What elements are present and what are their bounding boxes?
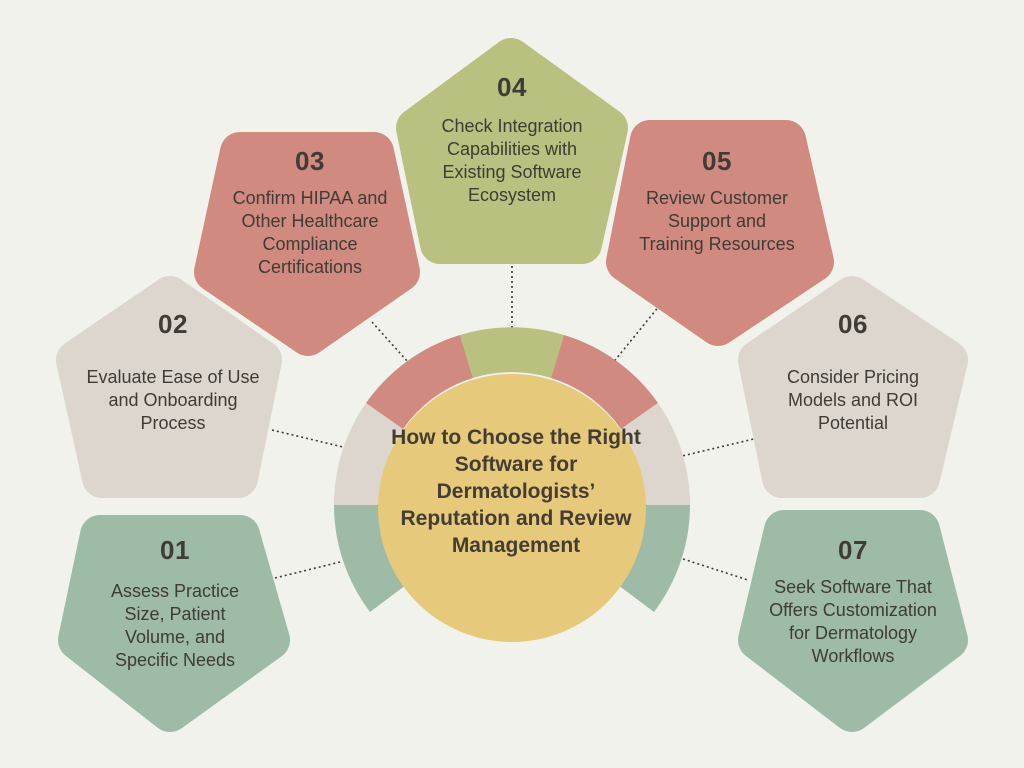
step-05: 05 Review Customer Support and Training … [624, 146, 810, 256]
pentagon-06 [738, 276, 968, 498]
step-text: Consider Pricing Models and ROI Potentia… [786, 367, 920, 433]
pentagon-07 [738, 510, 968, 732]
step-text: Seek Software That Offers Customization … [769, 577, 937, 666]
step-02: 02 Evaluate Ease of Use and Onboarding P… [78, 309, 268, 435]
step-number: 06 [838, 309, 868, 339]
pentagon-01 [58, 515, 290, 732]
ring-segment-03 [366, 335, 473, 429]
step-number: 01 [160, 535, 190, 565]
step-text: Check Integration Capabilities with Exis… [441, 116, 583, 205]
step-text: Evaluate Ease of Use and Onboarding Proc… [86, 367, 260, 433]
ring-segment-07 [618, 505, 690, 612]
step-text: Assess Practice Size, Patient Volume, an… [110, 581, 240, 670]
ring-segment-05 [551, 335, 658, 429]
step-04: 04 Check Integration Capabilities with E… [424, 72, 600, 207]
step-number: 07 [838, 535, 868, 565]
step-01: 01 Assess Practice Size, Patient Volume,… [80, 535, 270, 672]
step-number: 03 [295, 146, 325, 176]
ring-segment-01 [334, 505, 406, 612]
ring-segment-02 [333, 403, 403, 505]
step-number: 04 [497, 72, 527, 102]
ring-segment-04 [460, 327, 564, 378]
center-circle [378, 374, 646, 642]
connector-lines [271, 266, 759, 581]
pentagon-05 [606, 120, 834, 346]
step-06: 06 Consider Pricing Models and ROI Poten… [758, 309, 948, 435]
center-title: How to Choose the Right Software for Der… [391, 426, 641, 557]
pentagon-04 [396, 38, 628, 264]
ring-segment-06 [621, 403, 691, 505]
step-07: 07 Seek Software That Offers Customizati… [756, 535, 950, 668]
step-number: 05 [702, 146, 732, 176]
step-text: Confirm HIPAA and Other Healthcare Compl… [232, 188, 388, 277]
step-text: Review Customer Support and Training Res… [639, 188, 795, 254]
pentagon-02 [56, 276, 282, 498]
pentagon-03 [194, 132, 420, 356]
progress-ring [333, 327, 691, 612]
step-03: 03 Confirm HIPAA and Other Healthcare Co… [222, 146, 398, 279]
step-number: 02 [158, 309, 188, 339]
